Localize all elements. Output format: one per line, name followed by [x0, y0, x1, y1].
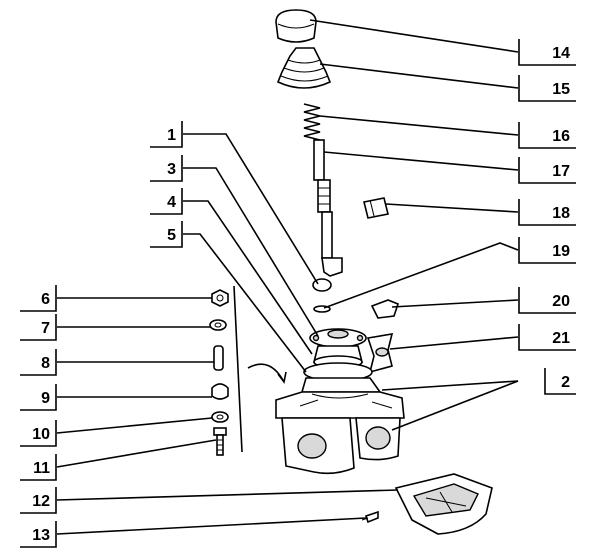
callout-6-label: 6: [41, 291, 50, 308]
callout-21: 21: [518, 324, 576, 351]
part-washer-7: [209, 319, 227, 331]
part-insert-18: [363, 197, 389, 219]
part-bush-9: [211, 383, 229, 400]
callout-6: 6: [20, 285, 57, 312]
callout-20-label: 20: [552, 293, 570, 310]
callout-12: 12: [20, 487, 57, 514]
part-washer-10: [211, 411, 229, 423]
callout-11-label: 11: [33, 460, 50, 477]
callout-7-label: 7: [41, 320, 50, 337]
callouts-left: 1 3 4 5 6 7 8 9 10 11 12 13: [20, 121, 183, 548]
callout-1: 1: [150, 121, 183, 148]
callout-17-label: 17: [552, 163, 570, 180]
callout-15-label: 15: [552, 81, 570, 98]
part-boot: [276, 47, 332, 89]
leader-lines: [56, 19, 519, 535]
callout-14-label: 14: [552, 45, 570, 62]
callout-21-label: 21: [552, 330, 570, 347]
callout-10: 10: [20, 420, 57, 447]
callout-20: 20: [518, 287, 576, 314]
callout-8-label: 8: [41, 355, 50, 372]
callout-11: 11: [20, 454, 57, 481]
callout-10-label: 10: [32, 426, 50, 443]
callout-7: 7: [20, 314, 57, 341]
callout-4-label: 4: [167, 194, 176, 211]
callout-15: 15: [518, 75, 576, 102]
part-spring: [303, 103, 321, 141]
part-flange-3: [309, 328, 367, 348]
callout-2-label: 2: [561, 374, 570, 391]
callout-14: 14: [518, 39, 576, 66]
part-nut-6: [211, 289, 229, 307]
part-screw-13: [361, 510, 379, 524]
callout-18: 18: [518, 199, 576, 226]
callout-4: 4: [150, 188, 183, 215]
callout-19: 19: [518, 237, 576, 264]
callout-12-label: 12: [32, 493, 50, 510]
part-knob: [275, 9, 317, 43]
callout-18-label: 18: [552, 205, 570, 222]
parts: [209, 9, 493, 535]
part-tray-12: [394, 473, 493, 535]
callout-9: 9: [20, 384, 57, 411]
part-bolt-11: [213, 427, 227, 456]
callout-1-label: 1: [167, 127, 176, 144]
callout-3: 3: [150, 155, 183, 182]
part-lever: [313, 139, 343, 277]
callout-19-label: 19: [552, 243, 570, 260]
callout-16: 16: [518, 122, 576, 149]
callout-17: 17: [518, 157, 576, 184]
callout-5: 5: [150, 221, 183, 248]
part-insert-20: [370, 299, 399, 319]
callout-13: 13: [20, 521, 57, 548]
callout-5-label: 5: [167, 227, 176, 244]
callout-8: 8: [20, 349, 57, 376]
callout-3-label: 3: [167, 161, 176, 178]
callouts-right: 14 15 16 17 18 19 20 21 2: [518, 39, 576, 395]
callout-13-label: 13: [32, 527, 50, 544]
part-housing-2: [275, 377, 405, 475]
part-pivot-21: [366, 333, 394, 374]
assembly-guide-line: [233, 285, 287, 453]
callout-2: 2: [544, 368, 576, 395]
callout-16-label: 16: [552, 128, 570, 145]
callout-9-label: 9: [41, 390, 50, 407]
part-pin-8: [213, 345, 224, 371]
